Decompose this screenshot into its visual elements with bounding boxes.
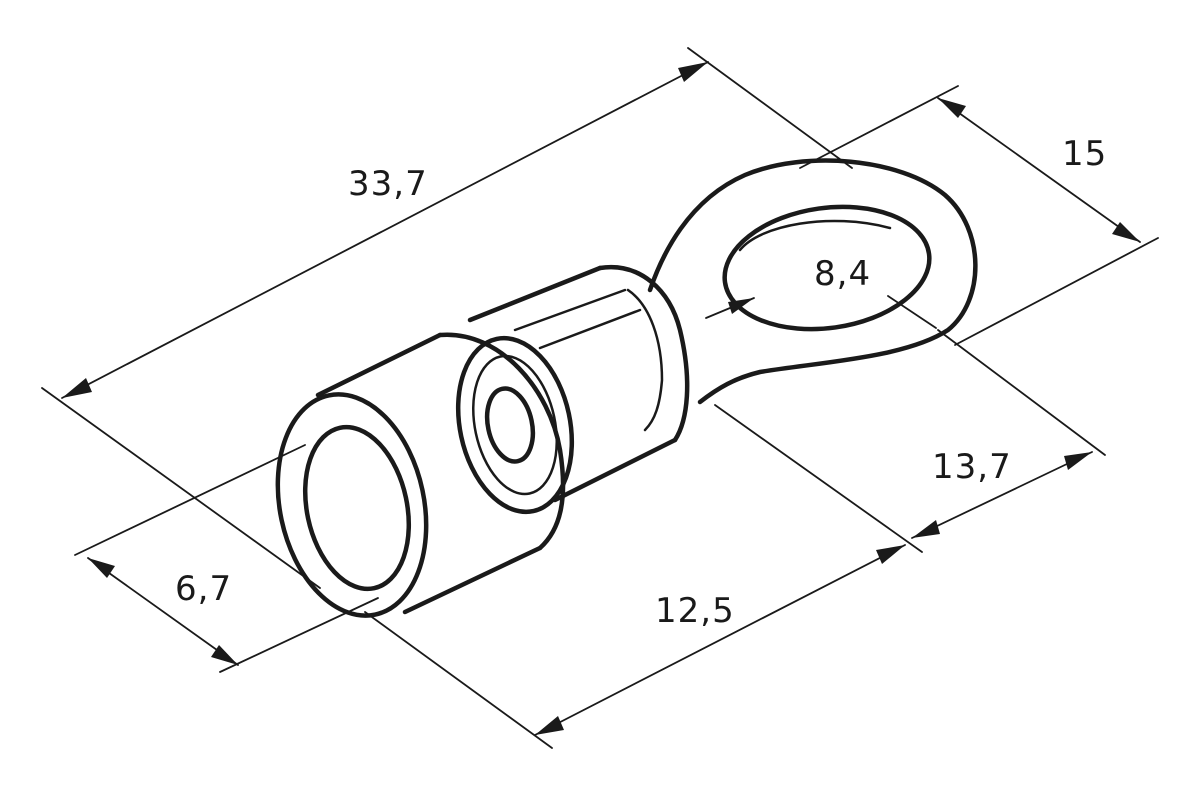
extension-line-ring-top: [799, 85, 959, 169]
label-sleeve-diameter: 6,7: [175, 569, 232, 609]
dimension-line-sleeve-diameter: [87, 557, 239, 666]
extension-line-ring-bottom: [954, 237, 1159, 346]
extension-line-ring-center: [937, 329, 1106, 456]
sleeve-front-face: [275, 392, 429, 618]
label-sleeve-length: 12,5: [655, 591, 735, 631]
extension-line-barrel-end: [714, 404, 923, 553]
barrel-collar: [597, 264, 690, 443]
dimension-sleeve-diameter: 6,7: [74, 444, 379, 673]
arrow-rts-left: [912, 520, 940, 538]
ring-hole: [722, 204, 932, 332]
extension-line-sleeve-top: [74, 444, 306, 556]
ring-tongue-outline: [647, 158, 978, 405]
dimension-ring-width: 15: [799, 85, 1159, 346]
dimension-overall-length: 33,7: [41, 47, 853, 589]
dimension-line-ring-to-sleeve: [911, 451, 1093, 539]
dimension-ring-to-sleeve: 13,7: [714, 329, 1106, 553]
barrel-bottom-edge: [552, 437, 678, 503]
sleeve-front-opening: [302, 424, 412, 592]
arrow-ring-bottom: [1112, 222, 1140, 242]
extension-line-left: [41, 387, 321, 589]
barrel-inner-line: [513, 288, 627, 332]
arrow-sleeve-left: [535, 716, 564, 735]
label-stud-hole: 8,4: [814, 254, 871, 294]
arrow-hole-left: [728, 298, 754, 314]
dimension-sleeve-length: 12,5: [364, 544, 906, 749]
label-ring-width: 15: [1062, 134, 1107, 174]
label-ring-to-sleeve: 13,7: [932, 447, 1012, 487]
sleeve-step-face-inner: [472, 354, 558, 496]
ring-hole-inner-edge: [738, 219, 892, 252]
sleeve-top-edge: [315, 332, 443, 398]
dimension-line-hole-right: [887, 295, 937, 329]
arrow-rts-right: [1064, 452, 1092, 470]
dimension-line-ring-width: [937, 97, 1141, 243]
arrow-diameter-top: [88, 558, 115, 578]
wire-entry-hole: [484, 386, 536, 464]
dimension-line-sleeve-length: [534, 544, 906, 736]
sleeve-rear-profile: [437, 332, 566, 551]
arrow-overall-left: [62, 378, 92, 398]
label-overall-length: 33,7: [348, 164, 428, 204]
barrel-collar-inner: [626, 288, 664, 432]
extension-line-sleeve-front: [364, 611, 553, 749]
sleeve-bottom-edge: [402, 545, 543, 615]
arrow-sleeve-right: [876, 545, 905, 564]
arrow-diameter-bottom: [211, 645, 238, 665]
arrow-overall-right: [678, 62, 708, 82]
barrel-inner-line-2: [538, 308, 642, 350]
ring-terminal: [275, 158, 978, 618]
arrow-ring-top: [938, 98, 966, 118]
extension-line-sleeve-bottom: [219, 597, 379, 673]
sleeve-step-face: [455, 335, 575, 515]
extension-line-right: [687, 47, 853, 169]
dimension-stud-hole: 8,4: [705, 254, 937, 329]
barrel-top-edge: [467, 265, 603, 323]
dimension-line-overall: [61, 61, 709, 399]
